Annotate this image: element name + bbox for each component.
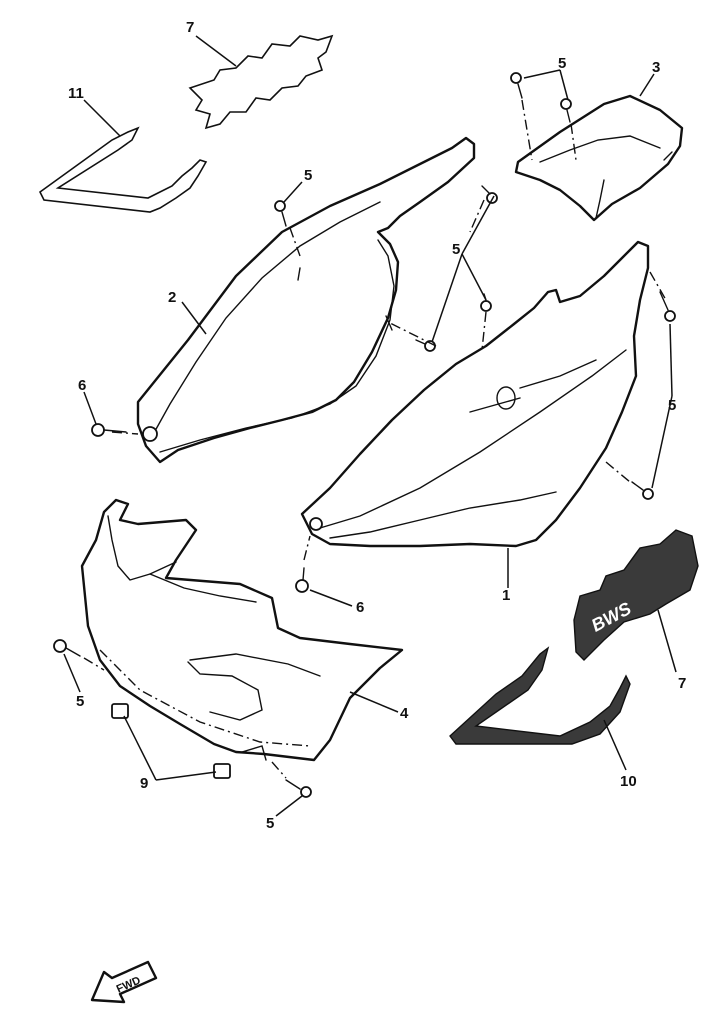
callout-6-lower: 6 [356,599,364,616]
callout-5-upper: 5 [304,167,312,184]
screw-5-mid-a [481,185,498,204]
callout-10: 10 [620,773,637,790]
part-3-tail-cover [514,94,684,222]
screw-5-right-b [631,481,654,500]
screw-5-tail-b [560,98,572,123]
callout-4: 4 [400,705,409,722]
screw-6-lower [295,567,309,593]
callout-5-right: 5 [668,397,676,414]
screw-5-upper [274,200,287,227]
screw-5-lower-right [285,779,312,798]
fwd-arrow-icon: FWD [90,960,158,1004]
callout-5-lower-left: 5 [76,693,84,710]
callout-5-lower-right: 5 [266,815,274,832]
callout-7-top: 7 [186,19,194,36]
callout-5-mid: 5 [452,241,460,258]
leader-lines [63,35,677,817]
part-11-stripe-decal [38,126,208,213]
callout-6-left: 6 [78,377,86,394]
clip-9-b [213,763,231,779]
callout-2: 2 [168,289,176,306]
callout-9: 9 [140,775,148,792]
part-7-logo-decal: BWS [573,529,699,661]
part-2-side-cover-upper [136,136,476,464]
screw-5-right-a [659,291,676,322]
screw-5-mid-b [480,293,492,312]
part-10-stripe-decal [449,646,631,745]
screws [53,72,676,798]
callout-7-bottom: 7 [678,675,686,692]
clip-9-a [111,703,129,719]
callout-11: 11 [68,85,84,102]
screw-5-lower-left [53,639,81,657]
screw-5-tail-a [510,72,523,99]
part-1-side-cover-main [300,240,650,548]
alignment-lines [83,99,667,779]
part-4-lower-side-cover [80,498,404,762]
callout-1: 1 [502,587,510,604]
callout-numbers: 7 11 3 5 5 5 2 6 5 1 6 7 4 5 10 9 5 [68,19,686,832]
part-7-decal-outline [188,34,334,130]
screw-6-left [91,423,127,437]
callout-3: 3 [652,59,660,76]
callout-5-tail: 5 [558,55,566,72]
